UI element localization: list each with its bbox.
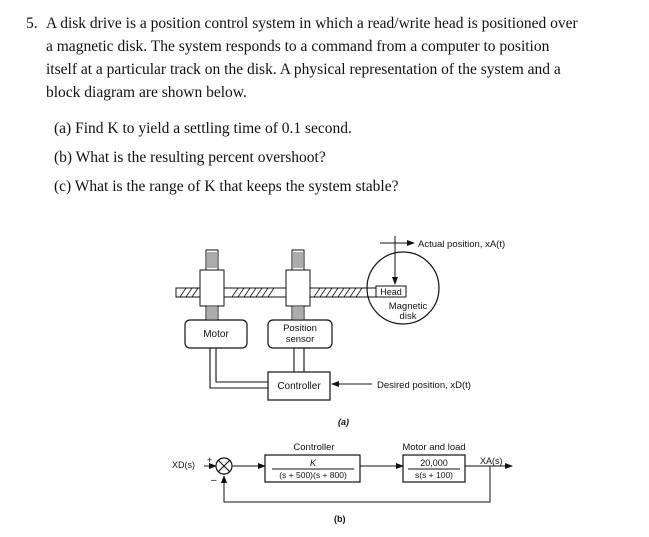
plant-block — [402, 454, 466, 483]
controller-title-b: Controller — [293, 442, 334, 453]
caption-a: (a) — [338, 417, 349, 427]
problem-line-3: itself at a particular track on the disk… — [46, 61, 561, 78]
controller-denominator: (s + 500)(s + 800) — [279, 470, 347, 480]
position-sensor-block — [267, 319, 333, 349]
part-b: (b) What is the resulting percent oversh… — [54, 149, 326, 166]
part-c: (c) What is the range of K that keeps th… — [54, 178, 399, 195]
feedback-path — [221, 466, 491, 503]
controller-label-a: Controller — [277, 381, 321, 392]
head-box — [375, 285, 407, 298]
plant-numerator: 20,000 — [420, 458, 448, 468]
right-support — [285, 249, 311, 321]
problem-number: 5. — [26, 15, 38, 32]
motor-label: Motor — [203, 329, 229, 340]
actual-position-label: Actual position, xA(t) — [418, 239, 505, 250]
plant-denominator: s(s + 100) — [415, 470, 453, 480]
summer-minus: – — [211, 475, 217, 486]
summer-plus: + — [207, 455, 212, 465]
input-label: XD(s) — [172, 460, 195, 470]
part-a: (a) Find K to yield a settling time of 0… — [54, 120, 352, 137]
position-sensor-label-1: Position — [283, 323, 317, 334]
wiring — [209, 348, 305, 389]
problem-line-4: block diagram are shown below. — [46, 84, 247, 101]
controller-block-a — [267, 371, 331, 401]
desired-position-label: Desired position, xD(t) — [377, 380, 471, 391]
plant-title: Motor and load — [402, 442, 465, 453]
magnetic-disk-label-1: Magnetic — [389, 301, 428, 312]
controller-block-b — [264, 454, 361, 483]
magnetic-disk-label-2: disk — [400, 311, 417, 322]
problem-line-2: a magnetic disk. The system responds to … — [46, 38, 550, 55]
output-label: XA(s) — [480, 456, 503, 466]
left-support — [199, 249, 225, 321]
magnetic-disk — [366, 251, 440, 325]
head-label: Head — [380, 287, 402, 297]
summing-junction — [215, 457, 233, 475]
problem-line-1: A disk drive is a position control syste… — [46, 15, 578, 32]
caption-b: (b) — [334, 514, 346, 524]
controller-numerator: K — [310, 458, 317, 468]
position-sensor-label-2: sensor — [286, 334, 315, 345]
